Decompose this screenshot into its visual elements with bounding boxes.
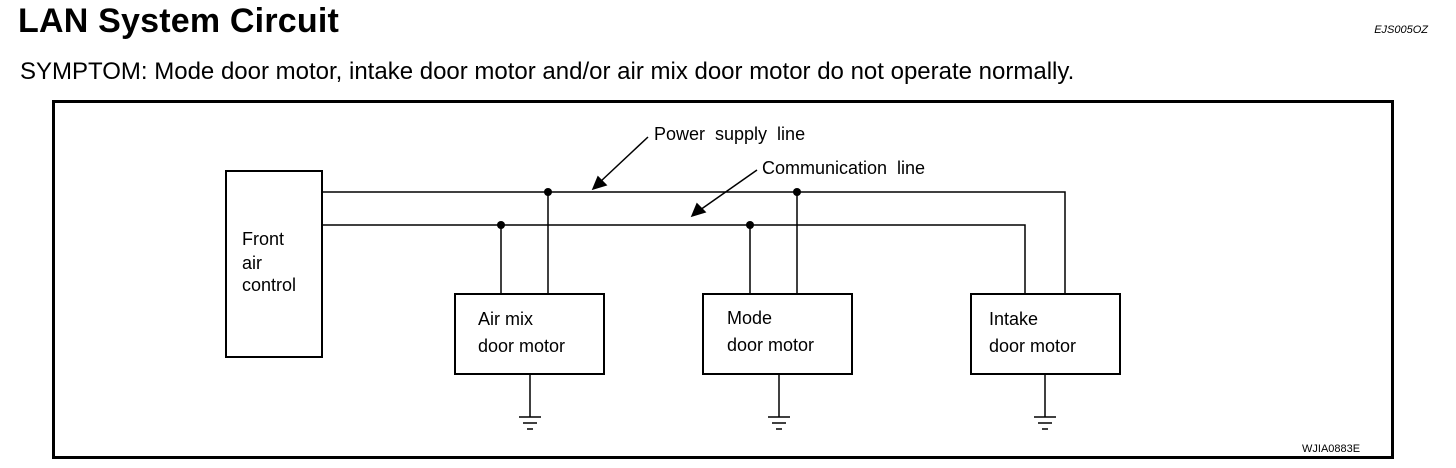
ground-symbol-mode [768,374,790,430]
mode-label-2: door motor [727,335,814,355]
front-control-label-1: Front [242,229,284,249]
symptom-text: SYMPTOM: Mode door motor, intake door mo… [20,58,1075,85]
power-line-leader-arrow [591,136,649,191]
air-mix-label-2: door motor [478,336,565,356]
intake-door-motor-box: Intake door motor [970,293,1121,375]
front-control-label-2: air [242,253,262,273]
comm-line-leader-arrow [690,169,758,218]
front-control-label-3: control [242,275,296,295]
document-code: EJS005OZ [1374,24,1428,36]
communication-line-label: Communication line [762,158,925,178]
junction-dot [746,221,754,229]
figure-id: WJIA0883E [1302,443,1360,455]
junction-dot [544,188,552,196]
air-mix-label-1: Air mix [478,309,533,329]
power-supply-line-label: Power supply line [654,124,805,144]
intake-label-2: door motor [989,336,1076,356]
ground-symbol-air-mix [519,374,541,430]
mode-label-1: Mode [727,308,772,328]
junction-dot [793,188,801,196]
front-air-control-box: Front air control [225,170,323,358]
diagram-frame [52,100,1394,459]
power-supply-line [322,191,1066,294]
page-title: LAN System Circuit [18,2,340,40]
intake-label-1: Intake [989,309,1038,329]
mode-door-motor-box: Mode door motor [702,293,853,375]
communication-line [322,224,1026,294]
junction-dot [497,221,505,229]
air-mix-door-motor-box: Air mix door motor [454,293,605,375]
ground-symbol-intake [1034,374,1056,430]
junction-dots [497,188,801,229]
